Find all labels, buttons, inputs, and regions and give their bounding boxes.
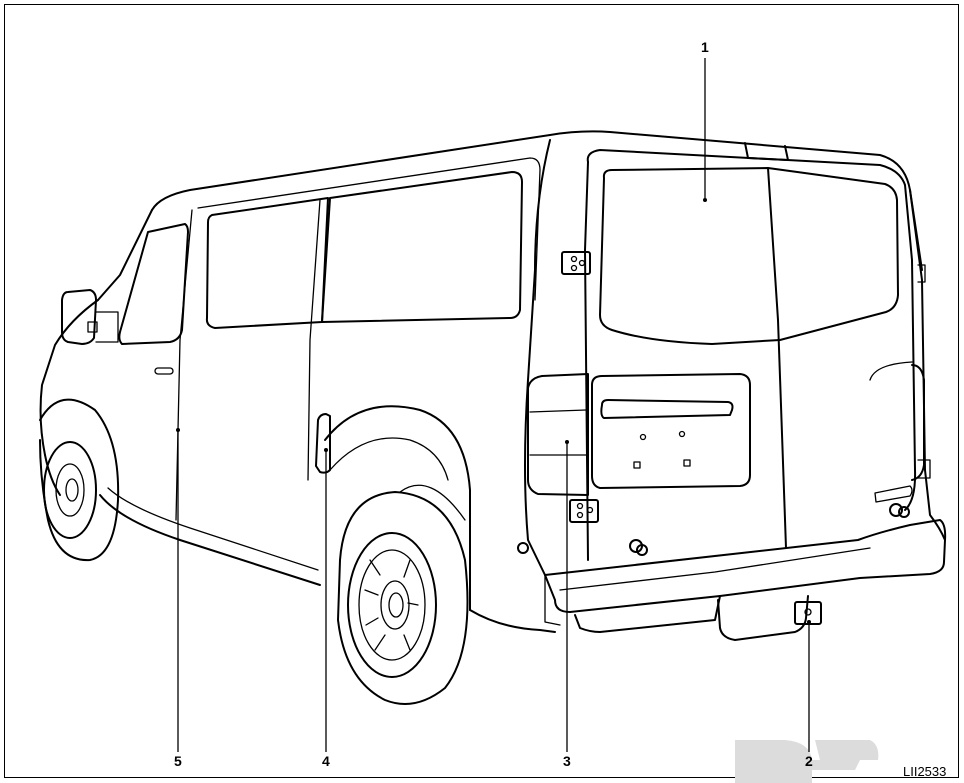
callout-1: 1 <box>701 40 709 54</box>
leader-dot-4 <box>324 448 328 452</box>
fuel-filler-door <box>316 414 330 473</box>
side-window-rear <box>322 172 522 322</box>
rear-combination-light-left <box>528 374 588 495</box>
callout-4: 4 <box>322 754 330 768</box>
door-hinge-lower <box>570 500 598 522</box>
leader-dot-5 <box>176 428 180 432</box>
license-plate-area <box>592 374 750 488</box>
leader-dot-3 <box>565 440 569 444</box>
rear-doors <box>518 150 930 560</box>
callout-3: 3 <box>563 754 571 768</box>
side-mirror <box>62 290 118 344</box>
rear-window <box>600 168 898 344</box>
rear-wheel-arch <box>325 406 470 610</box>
tow-hitch-receiver <box>718 596 821 640</box>
front-door-handle <box>155 368 173 374</box>
leader-dot-1 <box>703 198 707 202</box>
front-door-window <box>119 224 188 344</box>
callout-2: 2 <box>805 754 813 768</box>
callout-5: 5 <box>174 754 182 768</box>
rear-wheel <box>338 485 468 704</box>
leader-dot-2 <box>807 620 811 624</box>
figure-code: LII2533 <box>903 765 946 779</box>
rear-bumper <box>545 520 945 632</box>
side-window-front <box>207 198 328 328</box>
